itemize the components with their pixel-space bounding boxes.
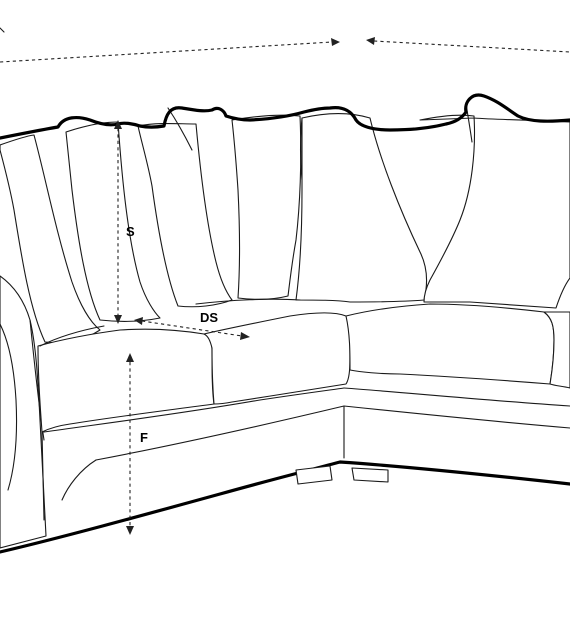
width-arrow-left [366,37,375,45]
cropped-glyph [0,27,5,33]
foot-left [295,465,333,485]
overall-width-dimension [0,27,570,63]
back-cushion-right-1 [419,114,570,309]
s-arrow-top [114,120,122,129]
seat-cushions [37,298,570,433]
back-cushion-corner-left [231,114,302,300]
back-cushion-left-2 [137,122,233,308]
ds-arrow-right [240,332,250,340]
seat-cushion-right [543,311,570,389]
ds-arrow-left [134,317,143,325]
seat-cushion-corner [345,303,555,385]
foot-right [351,467,389,483]
base-mid-edge-right [343,405,570,429]
f-label: F [140,430,148,445]
base-mid-edge-left [95,405,345,461]
seat-cushion-middle-left [203,312,351,405]
base-top-edge-left [43,387,345,433]
s-label: S [126,224,135,239]
sofa-base [0,387,570,554]
sofa-feet [295,465,389,485]
dimension-ds: DS [134,310,250,340]
width-arrow-right [331,38,340,46]
base-upper-panel-left [41,431,45,521]
seat-back-edge-left [39,325,105,347]
ds-dimension-line [141,320,243,337]
width-dimension-line-right [373,40,570,53]
back-cushion-corner-right [295,113,428,303]
left-arm-body [0,275,47,549]
left-arm-front-curve [0,323,18,491]
dimension-f: F [126,353,148,535]
width-dimension-line-left [0,41,333,63]
back-cushion-far-left [0,134,101,344]
back-cushions [0,103,570,344]
s-arrow-bottom [114,315,122,324]
base-plinth-curve [61,459,97,501]
seat-cushion-left [37,328,215,433]
f-arrow-top [126,353,134,362]
f-arrow-bottom [126,526,134,535]
dimension-s: S [114,120,135,324]
base-top-edge-right [343,387,570,407]
ds-label: DS [200,310,218,325]
sofa-bottom-outline [0,460,570,554]
back-cushion-seam-b [299,117,303,181]
seat-back-edge-middle [195,298,301,305]
